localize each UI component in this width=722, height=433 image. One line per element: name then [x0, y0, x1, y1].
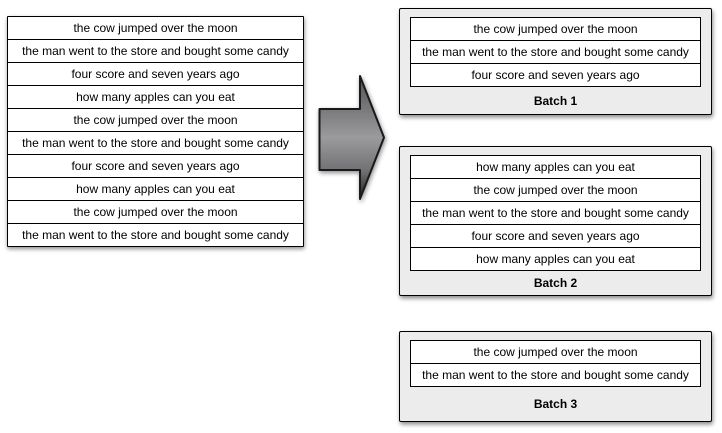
batch-1-label: Batch 1 [533, 93, 578, 108]
batch-box-2: how many apples can you eat the cow jump… [399, 146, 712, 296]
table-row: the man went to the store and bought som… [411, 40, 700, 63]
batch-box-3: the cow jumped over the moon the man wen… [399, 331, 712, 422]
table-row: the man went to the store and bought som… [411, 201, 700, 224]
batch-2-label: Batch 2 [533, 276, 578, 290]
table-row: the man went to the store and bought som… [8, 131, 303, 154]
table-row: how many apples can you eat [8, 177, 303, 200]
table-row: four score and seven years ago [411, 63, 700, 86]
table-row: the cow jumped over the moon [411, 178, 700, 201]
input-sentence-table: the cow jumped over the moon the man wen… [7, 16, 304, 247]
table-row: the cow jumped over the moon [473, 22, 638, 36]
table-row: four score and seven years ago [8, 62, 303, 85]
batch-1-table: the cow jumped over the moon the man wen… [410, 17, 701, 87]
table-row: four score and seven years ago [411, 224, 700, 247]
table-row: how many apples can you eat [8, 85, 303, 108]
table-row: the cow jumped over the moon [8, 200, 303, 223]
table-row: the man went to the store and bought som… [8, 223, 303, 246]
batch-3-table: the cow jumped over the moon the man wen… [410, 340, 701, 387]
table-row: the man went to the store and bought som… [411, 363, 700, 386]
table-row: how many apples can you eat [476, 160, 635, 174]
batch-box-1: the cow jumped over the moon the man wen… [399, 8, 712, 115]
batch-2-table: how many apples can you eat the cow jump… [410, 155, 701, 271]
table-row: how many apples can you eat [411, 247, 700, 270]
table-row: four score and seven years ago [8, 154, 303, 177]
table-row: the cow jumped over the moon [473, 345, 638, 359]
arrow-right-icon [318, 75, 385, 200]
table-row: the cow jumped over the moon [73, 21, 238, 35]
batch-3-label: Batch 3 [533, 397, 578, 411]
table-row: the cow jumped over the moon [8, 108, 303, 131]
table-row: the man went to the store and bought som… [8, 39, 303, 62]
